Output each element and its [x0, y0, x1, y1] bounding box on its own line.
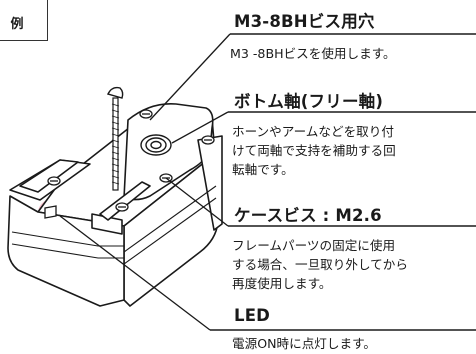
- callout-title-case-screw: ケースビス : M2.6: [234, 206, 382, 225]
- callout-title-led: LED: [234, 306, 271, 325]
- led: [44, 205, 57, 219]
- bottom-shaft: [140, 134, 172, 156]
- callout-title-m3: M3-8BHビス用穴: [234, 12, 375, 31]
- leader-shaft: [171, 111, 229, 144]
- callout-desc-bottom-shaft-3: 転軸です。: [232, 162, 294, 177]
- leader-led: [59, 215, 211, 331]
- callout-title-bottom-shaft: ボトム軸(フリー軸): [234, 92, 384, 111]
- callout-desc-bottom-shaft-2: けて両軸で支持を補助する回: [232, 143, 396, 158]
- m3-screw: [106, 86, 124, 191]
- callout-desc-case-screw-1: フレームパーツの固定に使用: [232, 238, 396, 253]
- callout-desc-m3: M3 -8BHビスを使用します。: [230, 46, 396, 61]
- leader-m3: [149, 33, 231, 121]
- callout-desc-led: 電源ON時に点灯します。: [232, 336, 377, 351]
- callout-desc-case-screw-3: 再度使用します。: [232, 276, 332, 291]
- label-box: [0, 0, 48, 41]
- callout-desc-case-screw-2: する場合、一旦取り外してから: [232, 257, 408, 272]
- leader-case: [165, 177, 229, 227]
- callout-desc-bottom-shaft-1: ホーンやアームなどを取り付: [232, 124, 394, 139]
- side-label: 例: [10, 17, 24, 32]
